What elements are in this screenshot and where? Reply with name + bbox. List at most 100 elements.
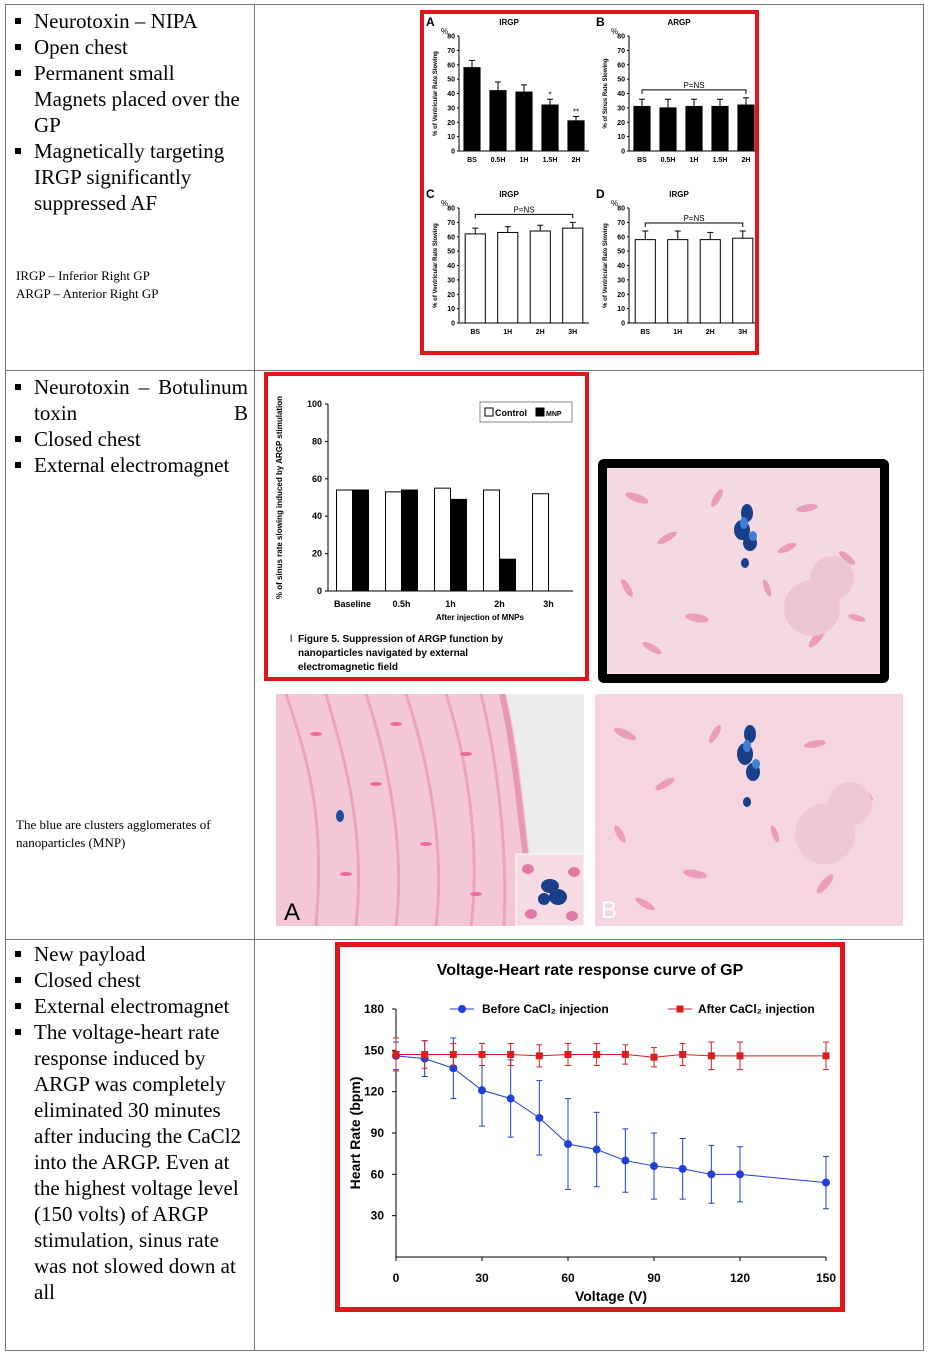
x-tick-label: BS bbox=[470, 329, 480, 336]
y-tick-label: 30 bbox=[617, 277, 625, 284]
y-tick-label: 30 bbox=[617, 105, 625, 112]
data-point bbox=[592, 1145, 601, 1154]
row3-bullet-list: New payload Closed chest External electr… bbox=[12, 941, 248, 1305]
y-tick-label: 30 bbox=[447, 277, 455, 284]
x-tick-label: 120 bbox=[730, 1271, 750, 1285]
y-axis-label: Heart Rate (bpm) bbox=[347, 1077, 363, 1190]
y-tick-label: 70 bbox=[447, 220, 455, 227]
bar bbox=[711, 105, 729, 152]
y-unit: % bbox=[611, 27, 618, 36]
legend-swatch-control bbox=[484, 407, 494, 417]
bracket-label: P=NS bbox=[683, 214, 704, 223]
significance-mark: * bbox=[548, 90, 551, 99]
x-tick-label: 0.5h bbox=[392, 599, 410, 609]
x-tick-label: 2H bbox=[742, 157, 751, 164]
data-point bbox=[507, 1050, 515, 1058]
significance-mark: ** bbox=[573, 108, 579, 117]
y-tick-label: 50 bbox=[617, 249, 625, 256]
data-point bbox=[822, 1052, 830, 1060]
data-point bbox=[593, 1050, 601, 1058]
data-point bbox=[621, 1156, 630, 1165]
series-line-1 bbox=[396, 1053, 826, 1058]
histology-zoom-frame bbox=[598, 459, 889, 683]
panel-a-label: A bbox=[284, 899, 300, 926]
row3-figure-cell bbox=[254, 939, 924, 1351]
data-point bbox=[822, 1178, 830, 1187]
y-tick-label: 120 bbox=[364, 1085, 384, 1099]
data-point bbox=[421, 1050, 429, 1058]
panel-b-label: B bbox=[601, 897, 617, 924]
bullet: External electromagnet bbox=[12, 452, 248, 478]
data-point bbox=[707, 1052, 715, 1060]
x-tick-label: Baseline bbox=[334, 599, 371, 609]
note-argp: ARGP – Anterior Right GP bbox=[16, 286, 159, 301]
y-axis-label: % of Ventricular Rate Slowing bbox=[603, 223, 609, 308]
row1-notes: IRGP – Inferior Right GP ARGP – Anterior… bbox=[16, 267, 246, 303]
histology-image-a: A bbox=[276, 694, 584, 926]
bullet: Magnetically targeting IRGP significantl… bbox=[12, 138, 248, 216]
bullet: Neurotoxin – Botulinum toxin B bbox=[12, 374, 248, 426]
data-point bbox=[564, 1050, 572, 1058]
x-tick-label: 60 bbox=[561, 1271, 575, 1285]
histology-zoom-image bbox=[607, 468, 880, 674]
panel-letter: D bbox=[596, 187, 605, 201]
chart-title: Voltage-Heart rate response curve of GP bbox=[437, 962, 744, 979]
x-tick-label: 1.5H bbox=[713, 157, 728, 164]
bullet: Permanent small Magnets placed over the … bbox=[12, 60, 248, 138]
bar bbox=[529, 230, 551, 324]
x-tick-label: 3H bbox=[738, 329, 747, 336]
data-point bbox=[678, 1164, 687, 1173]
y-tick-label: 10 bbox=[617, 134, 625, 141]
y-tick-label: 40 bbox=[312, 511, 322, 521]
y-tick-label: 40 bbox=[617, 263, 625, 270]
panel-title: IRGP bbox=[669, 190, 689, 199]
caption-mark: l bbox=[290, 634, 292, 645]
x-tick-label: 1H bbox=[520, 157, 529, 164]
bracket bbox=[641, 89, 747, 94]
y-tick-label: 0 bbox=[621, 321, 625, 328]
y-tick-label: 60 bbox=[617, 62, 625, 69]
y-tick-label: 20 bbox=[447, 120, 455, 127]
y-tick-label: 0 bbox=[317, 586, 322, 596]
data-point bbox=[535, 1113, 544, 1122]
x-tick-label: 0.5H bbox=[661, 157, 676, 164]
series-line-0 bbox=[395, 1055, 827, 1184]
panel-title: IRGP bbox=[499, 18, 519, 27]
x-tick-label: 30 bbox=[475, 1271, 489, 1285]
legend-frame bbox=[479, 401, 573, 423]
bar-control bbox=[483, 489, 500, 592]
panel-letter: A bbox=[426, 15, 435, 29]
x-tick-label: 2H bbox=[572, 157, 581, 164]
y-tick-label: 80 bbox=[312, 436, 322, 446]
x-tick-label: 1h bbox=[445, 599, 456, 609]
legend-swatch-mnp bbox=[535, 407, 545, 417]
y-tick-label: 20 bbox=[447, 292, 455, 299]
bracket bbox=[644, 222, 744, 227]
data-point bbox=[392, 1050, 400, 1058]
y-tick-label: 80 bbox=[447, 34, 455, 41]
legend-label-before: Before CaCl₂ injection bbox=[482, 1002, 609, 1016]
y-tick-label: 0 bbox=[451, 149, 455, 156]
y-tick-label: 0 bbox=[451, 321, 455, 328]
histology-image-b: B bbox=[595, 694, 903, 926]
y-tick-label: 30 bbox=[447, 105, 455, 112]
y-tick-label: 30 bbox=[371, 1209, 385, 1223]
legend-marker-before bbox=[458, 1005, 466, 1013]
y-unit: % bbox=[441, 199, 448, 208]
x-tick-label: 3H bbox=[568, 329, 577, 336]
y-axis-label: % of Ventricular Rate Slowing bbox=[433, 51, 439, 136]
row2-bullet-list: Neurotoxin – Botulinum toxin B Closed ch… bbox=[12, 374, 248, 478]
x-tick-label: 150 bbox=[816, 1271, 836, 1285]
bar bbox=[634, 239, 656, 324]
x-tick-label: 0 bbox=[393, 1271, 400, 1285]
data-point bbox=[707, 1170, 716, 1179]
data-point bbox=[621, 1050, 629, 1058]
y-tick-label: 20 bbox=[617, 120, 625, 127]
y-axis-label: % of Ventricular Rate Slowing bbox=[433, 223, 439, 308]
bar bbox=[567, 120, 585, 152]
bullet: External electromagnet bbox=[12, 993, 248, 1019]
